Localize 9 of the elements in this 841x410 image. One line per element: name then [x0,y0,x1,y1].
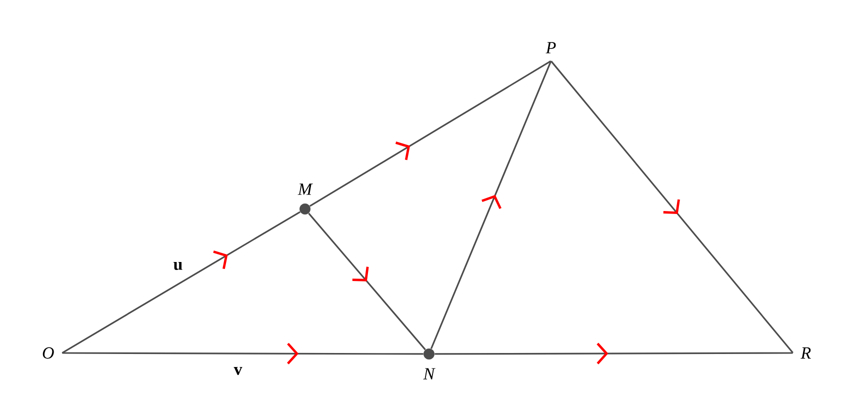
point: O [42,347,54,359]
point: P [546,42,556,54]
edge-label: u [174,262,182,270]
node-label: M [298,184,313,195]
point: R [800,347,811,359]
node-label: N [423,368,436,380]
point: M [298,184,313,214]
point: N [423,348,436,380]
edge-label: v [234,367,242,375]
